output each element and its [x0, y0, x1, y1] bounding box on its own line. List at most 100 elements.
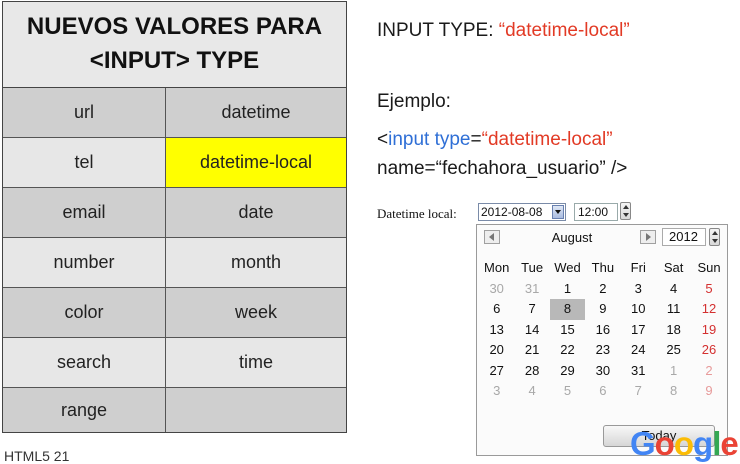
calendar-year-value: 2012 [669, 229, 698, 244]
google-logo-letter: G [630, 425, 656, 462]
calendar-day[interactable]: 6 [493, 301, 501, 316]
google-logo-letter: o [673, 425, 694, 462]
calendar-day[interactable]: 5 [563, 383, 572, 398]
year-spinner-icon[interactable] [709, 228, 720, 246]
slide-footer: HTML5 21 [4, 448, 70, 464]
type-cell-date: date [166, 188, 346, 238]
type-cell-tel: tel [3, 138, 166, 188]
google-logo: Google [630, 425, 739, 463]
calendar-day[interactable]: 3 [634, 280, 642, 296]
calendar-day[interactable]: 1 [670, 362, 678, 378]
weekday-sun: Sun [697, 260, 721, 275]
calendar-day[interactable]: 29 [560, 362, 575, 378]
calendar-week-row: 20 21 22 23 24 25 26 [479, 340, 727, 361]
weekday-header-row: Mon Tue Wed Thu Fri Sat Sun [479, 258, 727, 279]
type-cell-datetime: datetime [166, 88, 346, 138]
code-equals: = [470, 129, 482, 150]
calendar-day[interactable]: 25 [666, 342, 681, 357]
calendar-day[interactable]: 8 [670, 383, 678, 398]
calendar-day[interactable]: 4 [670, 280, 678, 296]
calendar-day[interactable]: 1 [563, 280, 572, 296]
code-tag: input type [388, 129, 471, 150]
calendar-day[interactable]: 27 [489, 362, 504, 378]
type-cell-week: week [166, 288, 346, 338]
previous-month-button[interactable] [484, 230, 500, 244]
weekday-thu: Thu [591, 260, 615, 275]
type-cell-color: color [3, 288, 166, 338]
calendar-day[interactable]: 26 [701, 342, 717, 357]
today-button[interactable]: Today [603, 425, 715, 447]
type-cell-time: time [166, 338, 346, 388]
date-dropdown-button[interactable] [552, 205, 564, 219]
calendar-day[interactable]: 5 [705, 280, 713, 296]
calendar-week-row: 6 7 8 9 10 11 12 [479, 299, 727, 320]
google-logo-letter: l [712, 425, 721, 462]
calendar-day[interactable]: 10 [631, 301, 646, 316]
calendar-day[interactable]: 14 [524, 321, 540, 337]
time-field[interactable]: 12:00 [574, 203, 618, 221]
type-cell-email: email [3, 188, 166, 238]
time-spinner-icon[interactable] [620, 202, 631, 220]
calendar-day[interactable]: 23 [595, 342, 611, 357]
calendar-day[interactable]: 18 [666, 321, 681, 337]
input-type-value: “datetime-local” [498, 20, 630, 41]
calendar-month: August [551, 230, 593, 245]
calendar-week-row: 27 28 29 30 31 1 2 [479, 361, 727, 382]
calendar-day[interactable]: 21 [524, 342, 540, 357]
calendar-day[interactable]: 9 [599, 301, 607, 316]
calendar-day[interactable]: 31 [524, 280, 540, 296]
weekday-tue: Tue [521, 260, 544, 275]
type-cell-url: url [3, 88, 166, 138]
calendar-day[interactable]: 20 [489, 342, 504, 357]
code-open-bracket: < [377, 129, 389, 150]
calendar-day[interactable]: 7 [634, 383, 642, 398]
date-field[interactable]: 2012-08-08 [478, 203, 566, 221]
google-logo-letter: e [720, 425, 738, 462]
calendar-day[interactable]: 2 [705, 362, 713, 378]
calendar-day[interactable]: 11 [666, 301, 681, 316]
table-header: NUEVOS VALORES PARA <INPUT> TYPE [3, 2, 346, 88]
calendar-week-row: 3 4 5 6 7 8 9 [479, 381, 727, 402]
calendar-day-selected[interactable]: 8 [549, 299, 586, 320]
calendar-day[interactable]: 13 [489, 321, 504, 337]
code-line-2: name=“fechahora_usuario” /> [377, 158, 628, 179]
calendar-day[interactable]: 6 [599, 383, 607, 398]
calendar-day[interactable]: 30 [595, 362, 611, 378]
weekday-sat: Sat [663, 260, 684, 275]
calendar-day[interactable]: 9 [705, 383, 713, 398]
type-cell-month: month [166, 238, 346, 288]
calendar-day[interactable]: 12 [701, 301, 717, 316]
type-cell-datetime-local: datetime-local [166, 138, 346, 188]
type-cell-search: search [3, 338, 166, 388]
example-heading: Ejemplo: [377, 91, 451, 112]
calendar-week-row: 30 31 1 2 3 4 5 [479, 279, 727, 300]
input-types-table: NUEVOS VALORES PARA <INPUT> TYPE url dat… [2, 1, 347, 433]
calendar-day[interactable]: 19 [701, 321, 717, 337]
code-line-1: <input type=“datetime-local” [377, 129, 613, 151]
datetime-local-label: Datetime local: [377, 206, 457, 221]
type-cell-range: range [3, 388, 166, 432]
calendar-year-field[interactable]: 2012 [662, 228, 706, 246]
calendar-day[interactable]: 17 [631, 321, 646, 337]
code-value: “datetime-local” [481, 129, 613, 150]
calendar-day[interactable]: 3 [493, 383, 501, 398]
calendar-day[interactable]: 4 [528, 383, 536, 398]
calendar-day[interactable]: 2 [599, 280, 607, 296]
calendar-day[interactable]: 30 [489, 280, 504, 296]
next-month-button[interactable] [640, 230, 656, 244]
weekday-wed: Wed [554, 260, 581, 275]
calendar-day[interactable]: 28 [524, 362, 540, 378]
calendar-day[interactable]: 15 [560, 321, 575, 337]
type-cell-number: number [3, 238, 166, 288]
calendar-day[interactable]: 22 [560, 342, 575, 357]
date-field-value: 2012-08-08 [481, 205, 543, 219]
calendar-day[interactable]: 7 [528, 301, 536, 316]
calendar-day[interactable]: 31 [631, 362, 646, 378]
input-type-heading: INPUT TYPE: “datetime-local” [377, 20, 630, 42]
calendar-grid: Mon Tue Wed Thu Fri Sat Sun 30 31 1 2 3 … [479, 258, 727, 402]
time-field-value: 12:00 [578, 205, 609, 219]
table-title-line1: NUEVOS VALORES PARA [26, 13, 323, 40]
calendar-day[interactable]: 16 [595, 321, 611, 337]
google-logo-letter: g [693, 425, 713, 462]
calendar-day[interactable]: 24 [631, 342, 646, 357]
